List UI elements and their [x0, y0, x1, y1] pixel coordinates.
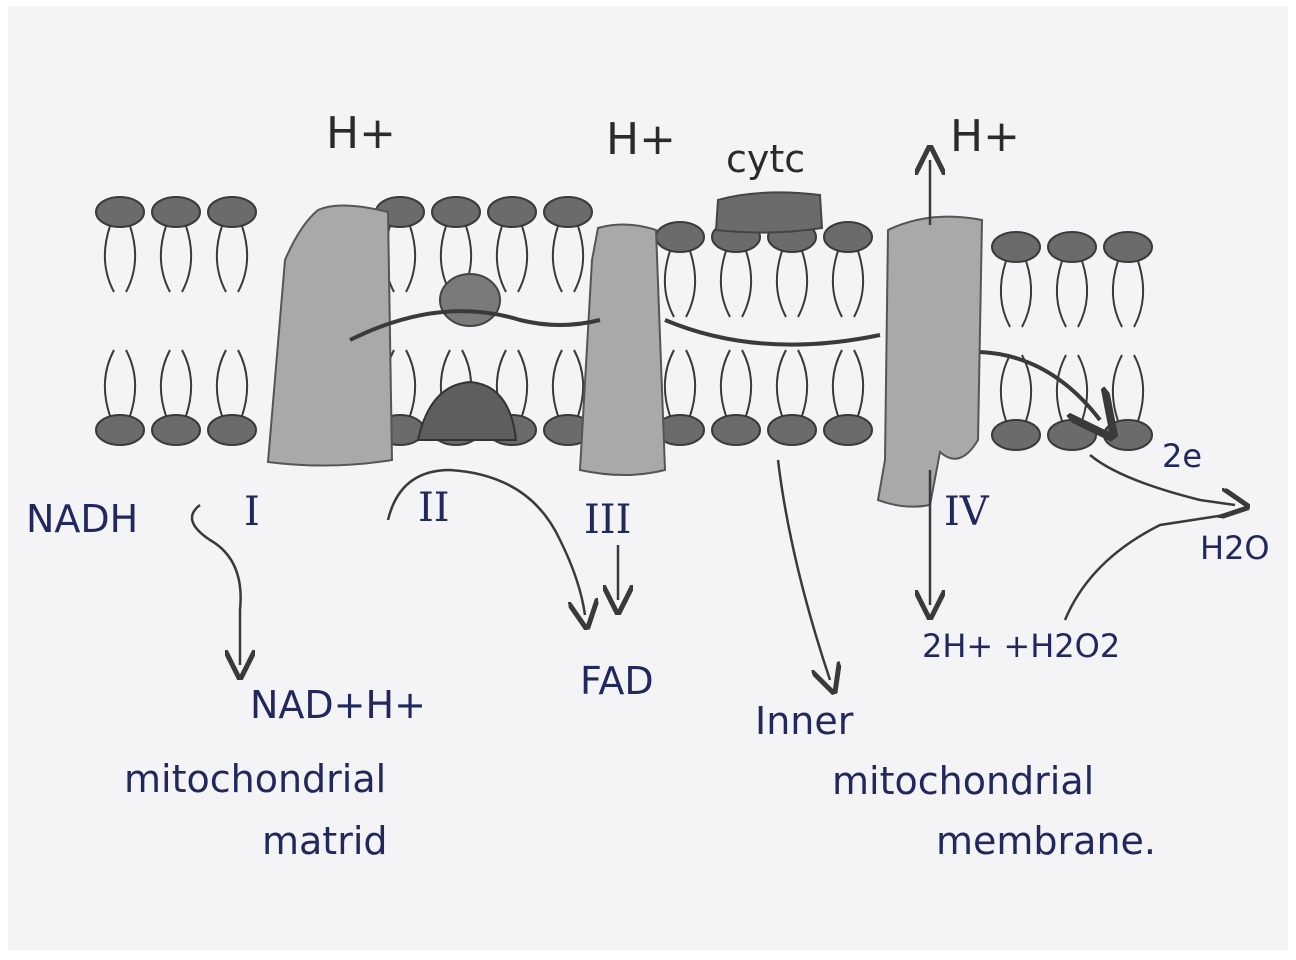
matrix-caption-line1: mitochondrial [124, 760, 386, 798]
reaction-products-label: 2H+ +H2O2 [922, 630, 1120, 662]
matrix-caption-line2: matrid [262, 822, 388, 860]
outer-lipid-head [208, 197, 256, 227]
membrane-caption-line1: Inner [755, 702, 853, 740]
inner-lipid-head [1048, 420, 1096, 450]
cytc-label: cytc [726, 140, 805, 178]
h-plus-label-1: H+ [326, 112, 396, 156]
inner-lipid-head [1104, 420, 1152, 450]
nadh-label: NADH [26, 500, 138, 538]
outer-lipid-head [96, 197, 144, 227]
inner-lipid-head [824, 415, 872, 445]
h-plus-label-2: H+ [606, 118, 676, 162]
h-plus-label-3: H+ [950, 115, 1020, 159]
complex-i-label: I [244, 492, 260, 532]
inner-lipid-head [992, 420, 1040, 450]
outer-lipid-head [1104, 232, 1152, 262]
inner-lipid-head [96, 415, 144, 445]
outer-lipid-head [992, 232, 1040, 262]
outer-lipid-head [152, 197, 200, 227]
outer-lipid-head [488, 197, 536, 227]
complex-iii-protein [580, 224, 665, 475]
complex-ii-label: II [418, 488, 450, 528]
complex-iii-label: III [584, 500, 631, 540]
nad-h-label: NAD+H+ [250, 686, 426, 724]
complex-ii-upper-blob [440, 274, 500, 326]
two-electrons-label: 2e [1162, 440, 1202, 472]
inner-lipid-head [208, 415, 256, 445]
complex-iv-label: IV [944, 492, 989, 532]
membrane-caption-line2: mitochondrial [832, 762, 1094, 800]
outer-lipid-head [824, 222, 872, 252]
outer-lipid-head [656, 222, 704, 252]
fad-label: FAD [580, 662, 654, 700]
inner-lipid-head [768, 415, 816, 445]
membrane-caption-line3: membrane. [936, 822, 1156, 860]
cytc-protein [716, 192, 822, 232]
inner-lipid-head [152, 415, 200, 445]
outer-lipid-head [1048, 232, 1096, 262]
outer-lipid-head [432, 197, 480, 227]
outer-lipid-head [544, 197, 592, 227]
inner-lipid-head [712, 415, 760, 445]
water-label: H2O [1200, 532, 1270, 564]
